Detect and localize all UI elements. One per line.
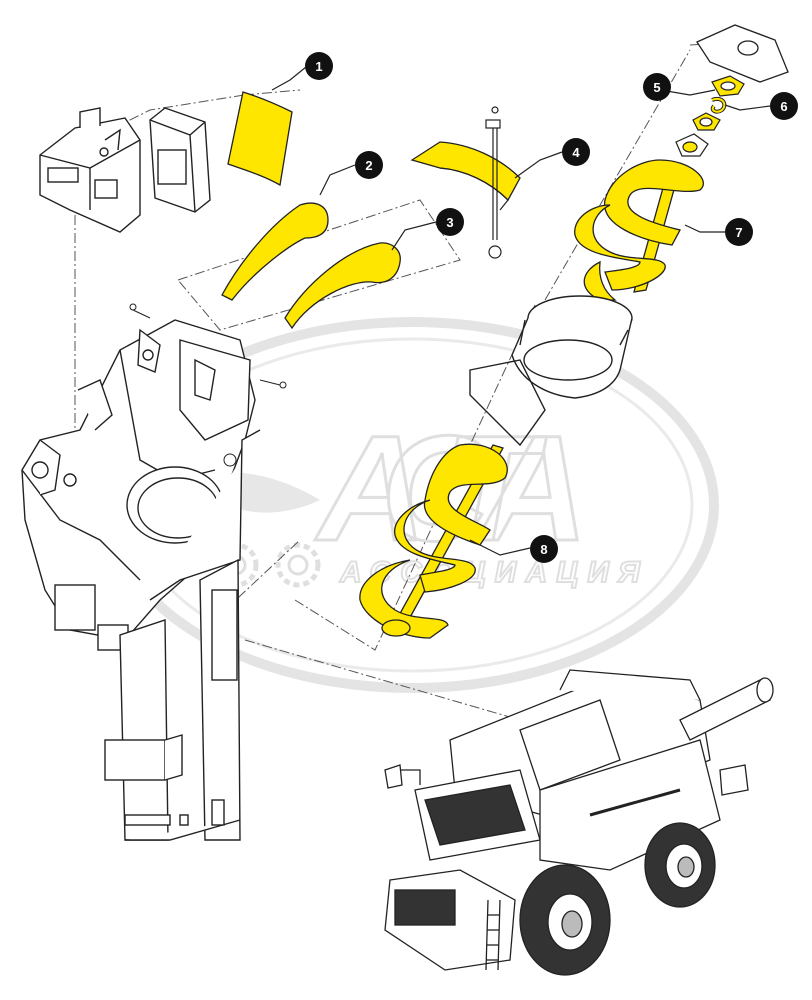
callout-3-number: 3 [446,215,453,230]
bolt [485,106,502,259]
elevator-column [104,558,241,841]
part-8-lower-auger [359,443,508,639]
part-7-upper-auger [574,159,704,301]
callout-7-number: 7 [735,225,742,240]
callout-5: 5 [643,73,671,101]
lower-flange [675,133,709,157]
callout-6-number: 6 [780,99,787,114]
callout-1-number: 1 [315,59,322,74]
gear-icon [275,542,321,588]
callout-leaders [271,66,771,556]
valve-block [39,107,141,233]
part-1-cover-plate [227,91,293,187]
part-2-wear-strip [221,202,329,301]
auger-tube [469,295,633,447]
part-5-bearing-flange [692,75,745,131]
elevator-bolts [129,303,287,467]
elevator-housing [21,319,261,651]
callout-1: 1 [305,52,333,80]
callout-6: 6 [770,92,798,120]
combine-harvester [384,669,774,976]
part-4-half-cover [410,141,521,202]
callout-4-number: 4 [572,145,580,160]
callout-5-number: 5 [653,80,660,95]
callout-4: 4 [562,138,590,166]
part-3-wear-strip [284,242,401,330]
callout-3: 3 [436,208,464,236]
callout-2-number: 2 [365,158,372,173]
callout-7: 7 [725,218,753,246]
callout-8-number: 8 [540,542,547,557]
callout-2: 2 [355,151,383,179]
top-plate [696,24,789,83]
callout-8: 8 [530,535,558,563]
valve-bracket [149,107,211,213]
